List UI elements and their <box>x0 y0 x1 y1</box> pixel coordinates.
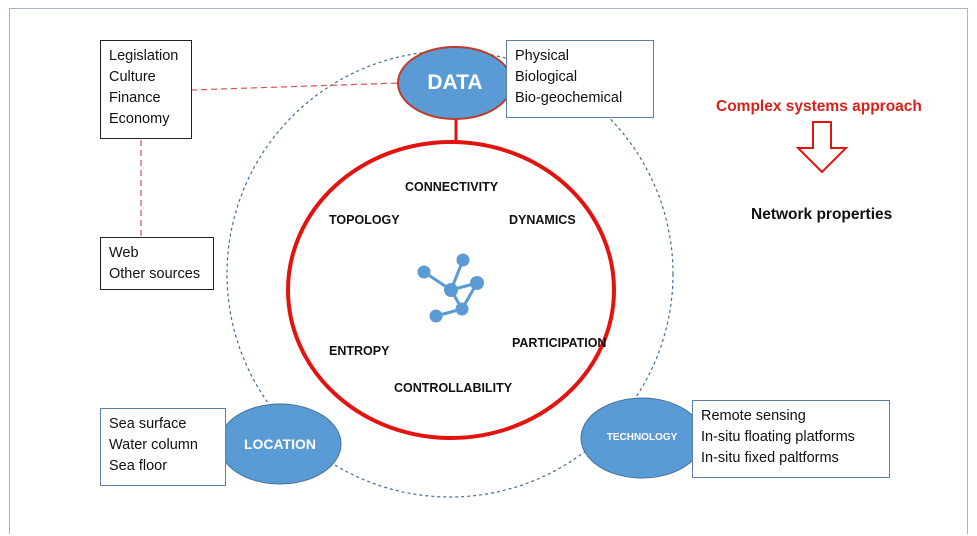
data-node-label: DATA <box>427 71 483 94</box>
location-type-item: Sea floor <box>109 458 168 474</box>
technology-type-item: In-situ floating platforms <box>701 429 855 445</box>
governance-box: Legislation Culture Finance Economy <box>100 40 192 139</box>
network-graph-icon <box>417 253 484 323</box>
technology-type-item: Remote sensing <box>701 408 806 424</box>
data-type-item: Physical <box>515 48 569 64</box>
data-type-item: Biological <box>515 69 578 85</box>
property-topology: TOPOLOGY <box>329 213 400 227</box>
property-connectivity: CONNECTIVITY <box>405 180 499 194</box>
location-types-box: Sea surface Water column Sea floor <box>100 408 226 486</box>
property-participation: PARTICIPATION <box>512 336 607 350</box>
property-controllability: CONTROLLABILITY <box>394 381 513 395</box>
down-arrow-icon <box>795 121 849 174</box>
governance-item: Culture <box>109 69 156 85</box>
technology-types-box: Remote sensing In-situ floating platform… <box>692 400 890 478</box>
governance-item: Economy <box>109 111 170 127</box>
network-properties-title: Network properties <box>751 206 893 223</box>
data-types-box: Physical Biological Bio-geochemical <box>506 40 654 118</box>
property-dynamics: DYNAMICS <box>509 213 576 227</box>
location-type-item: Water column <box>109 437 198 453</box>
data-type-item: Bio-geochemical <box>515 90 623 106</box>
property-entropy: ENTROPY <box>329 344 390 358</box>
complex-systems-approach-title: Complex systems approach <box>716 98 922 115</box>
sources-box: Web Other sources <box>100 237 214 290</box>
location-type-item: Sea surface <box>109 416 187 432</box>
location-node-label: LOCATION <box>243 436 317 452</box>
technology-node-label: TECHNOLOGY <box>606 432 678 443</box>
governance-item: Finance <box>109 90 161 106</box>
governance-to-data-connector <box>190 82 401 91</box>
diagram-frame <box>9 8 968 534</box>
sources-item: Other sources <box>109 266 201 282</box>
governance-item: Legislation <box>109 48 179 64</box>
sources-item: Web <box>109 245 139 261</box>
technology-type-item: In-situ fixed paltforms <box>701 450 839 466</box>
